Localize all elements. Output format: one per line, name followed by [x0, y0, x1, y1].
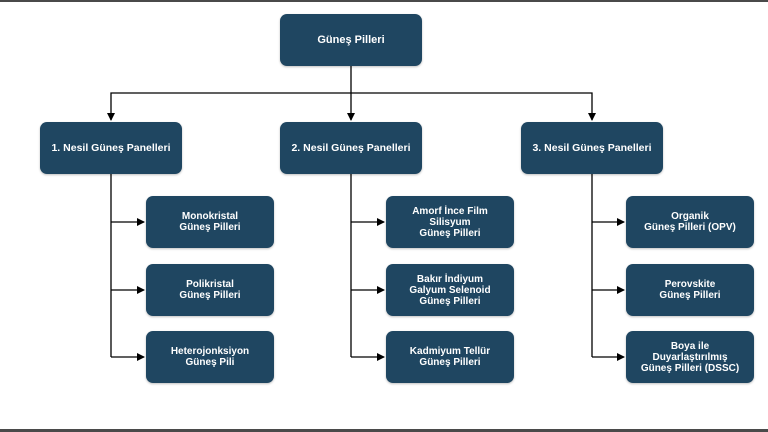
polikristal-node: Polikristal Güneş Pilleri: [146, 264, 274, 316]
monokristal-node: Monokristal Güneş Pilleri: [146, 196, 274, 248]
kadmiyum-tellur-node: Kadmiyum Tellür Güneş Pilleri: [386, 331, 514, 383]
dssc-node: Boya ile Duyarlaştırılmış Güneş Pilleri …: [626, 331, 754, 383]
root-node: Güneş Pilleri: [280, 14, 422, 66]
amorf-ince-film-node: Amorf İnce Film Silisyum Güneş Pilleri: [386, 196, 514, 248]
connector-root-gen3: [351, 92, 596, 121]
top-border: [0, 0, 768, 2]
heterojonksiyon-node: Heterojonksiyon Güneş Pili: [146, 331, 274, 383]
generation-1-node: 1. Nesil Güneş Panelleri: [40, 122, 182, 174]
perovskite-node: Perovskite Güneş Pilleri: [626, 264, 754, 316]
bottom-border: [0, 429, 768, 432]
generation-2-node: 2. Nesil Güneş Panelleri: [280, 122, 422, 174]
cigs-node: Bakır İndiyum Galyum Selenoid Güneş Pill…: [386, 264, 514, 316]
connector-root-gen1: [107, 92, 351, 121]
organik-opv-node: Organik Güneş Pilleri (OPV): [626, 196, 754, 248]
generation-3-node: 3. Nesil Güneş Panelleri: [521, 122, 663, 174]
